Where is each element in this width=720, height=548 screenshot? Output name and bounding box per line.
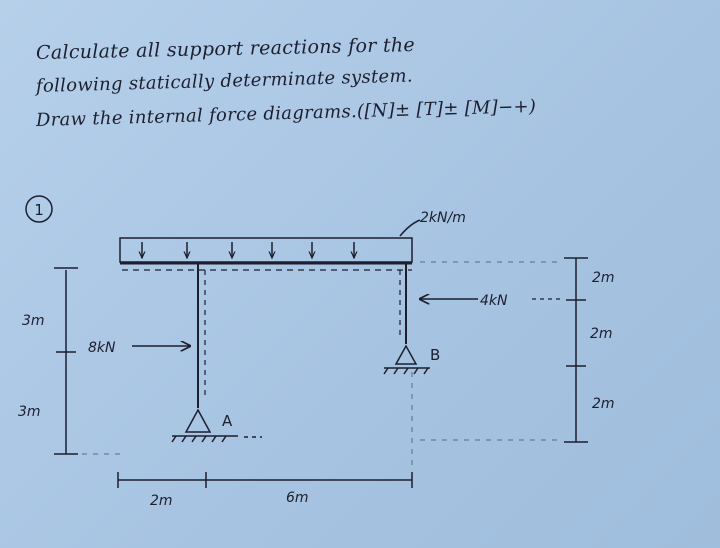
support-a	[171, 408, 262, 443]
dim-bottom-left: 2m	[150, 493, 173, 509]
frame-members	[120, 261, 412, 408]
bottom-dimension	[117, 472, 413, 488]
guide-lines	[60, 261, 560, 470]
dim-right-top: 2m	[592, 270, 615, 286]
dim-bottom-right: 6m	[286, 490, 309, 506]
problem-number: 1	[34, 201, 44, 219]
support-b	[383, 344, 430, 375]
distributed-load	[119, 219, 421, 263]
dim-right-mid: 2m	[590, 326, 613, 342]
right-dimension	[564, 257, 588, 443]
problem-number-circle	[25, 195, 53, 223]
point-load-right-label: 4kN	[480, 293, 508, 309]
dim-left-upper: 3m	[22, 313, 45, 329]
left-dimension	[54, 267, 78, 455]
distributed-load-label: 2kN/m	[420, 210, 466, 226]
support-a-label: A	[222, 412, 233, 430]
dim-right-bottom: 2m	[592, 396, 615, 412]
support-b-label: B	[430, 346, 440, 364]
point-load-left-label: 8kN	[88, 340, 116, 356]
dim-left-lower: 3m	[18, 404, 41, 420]
